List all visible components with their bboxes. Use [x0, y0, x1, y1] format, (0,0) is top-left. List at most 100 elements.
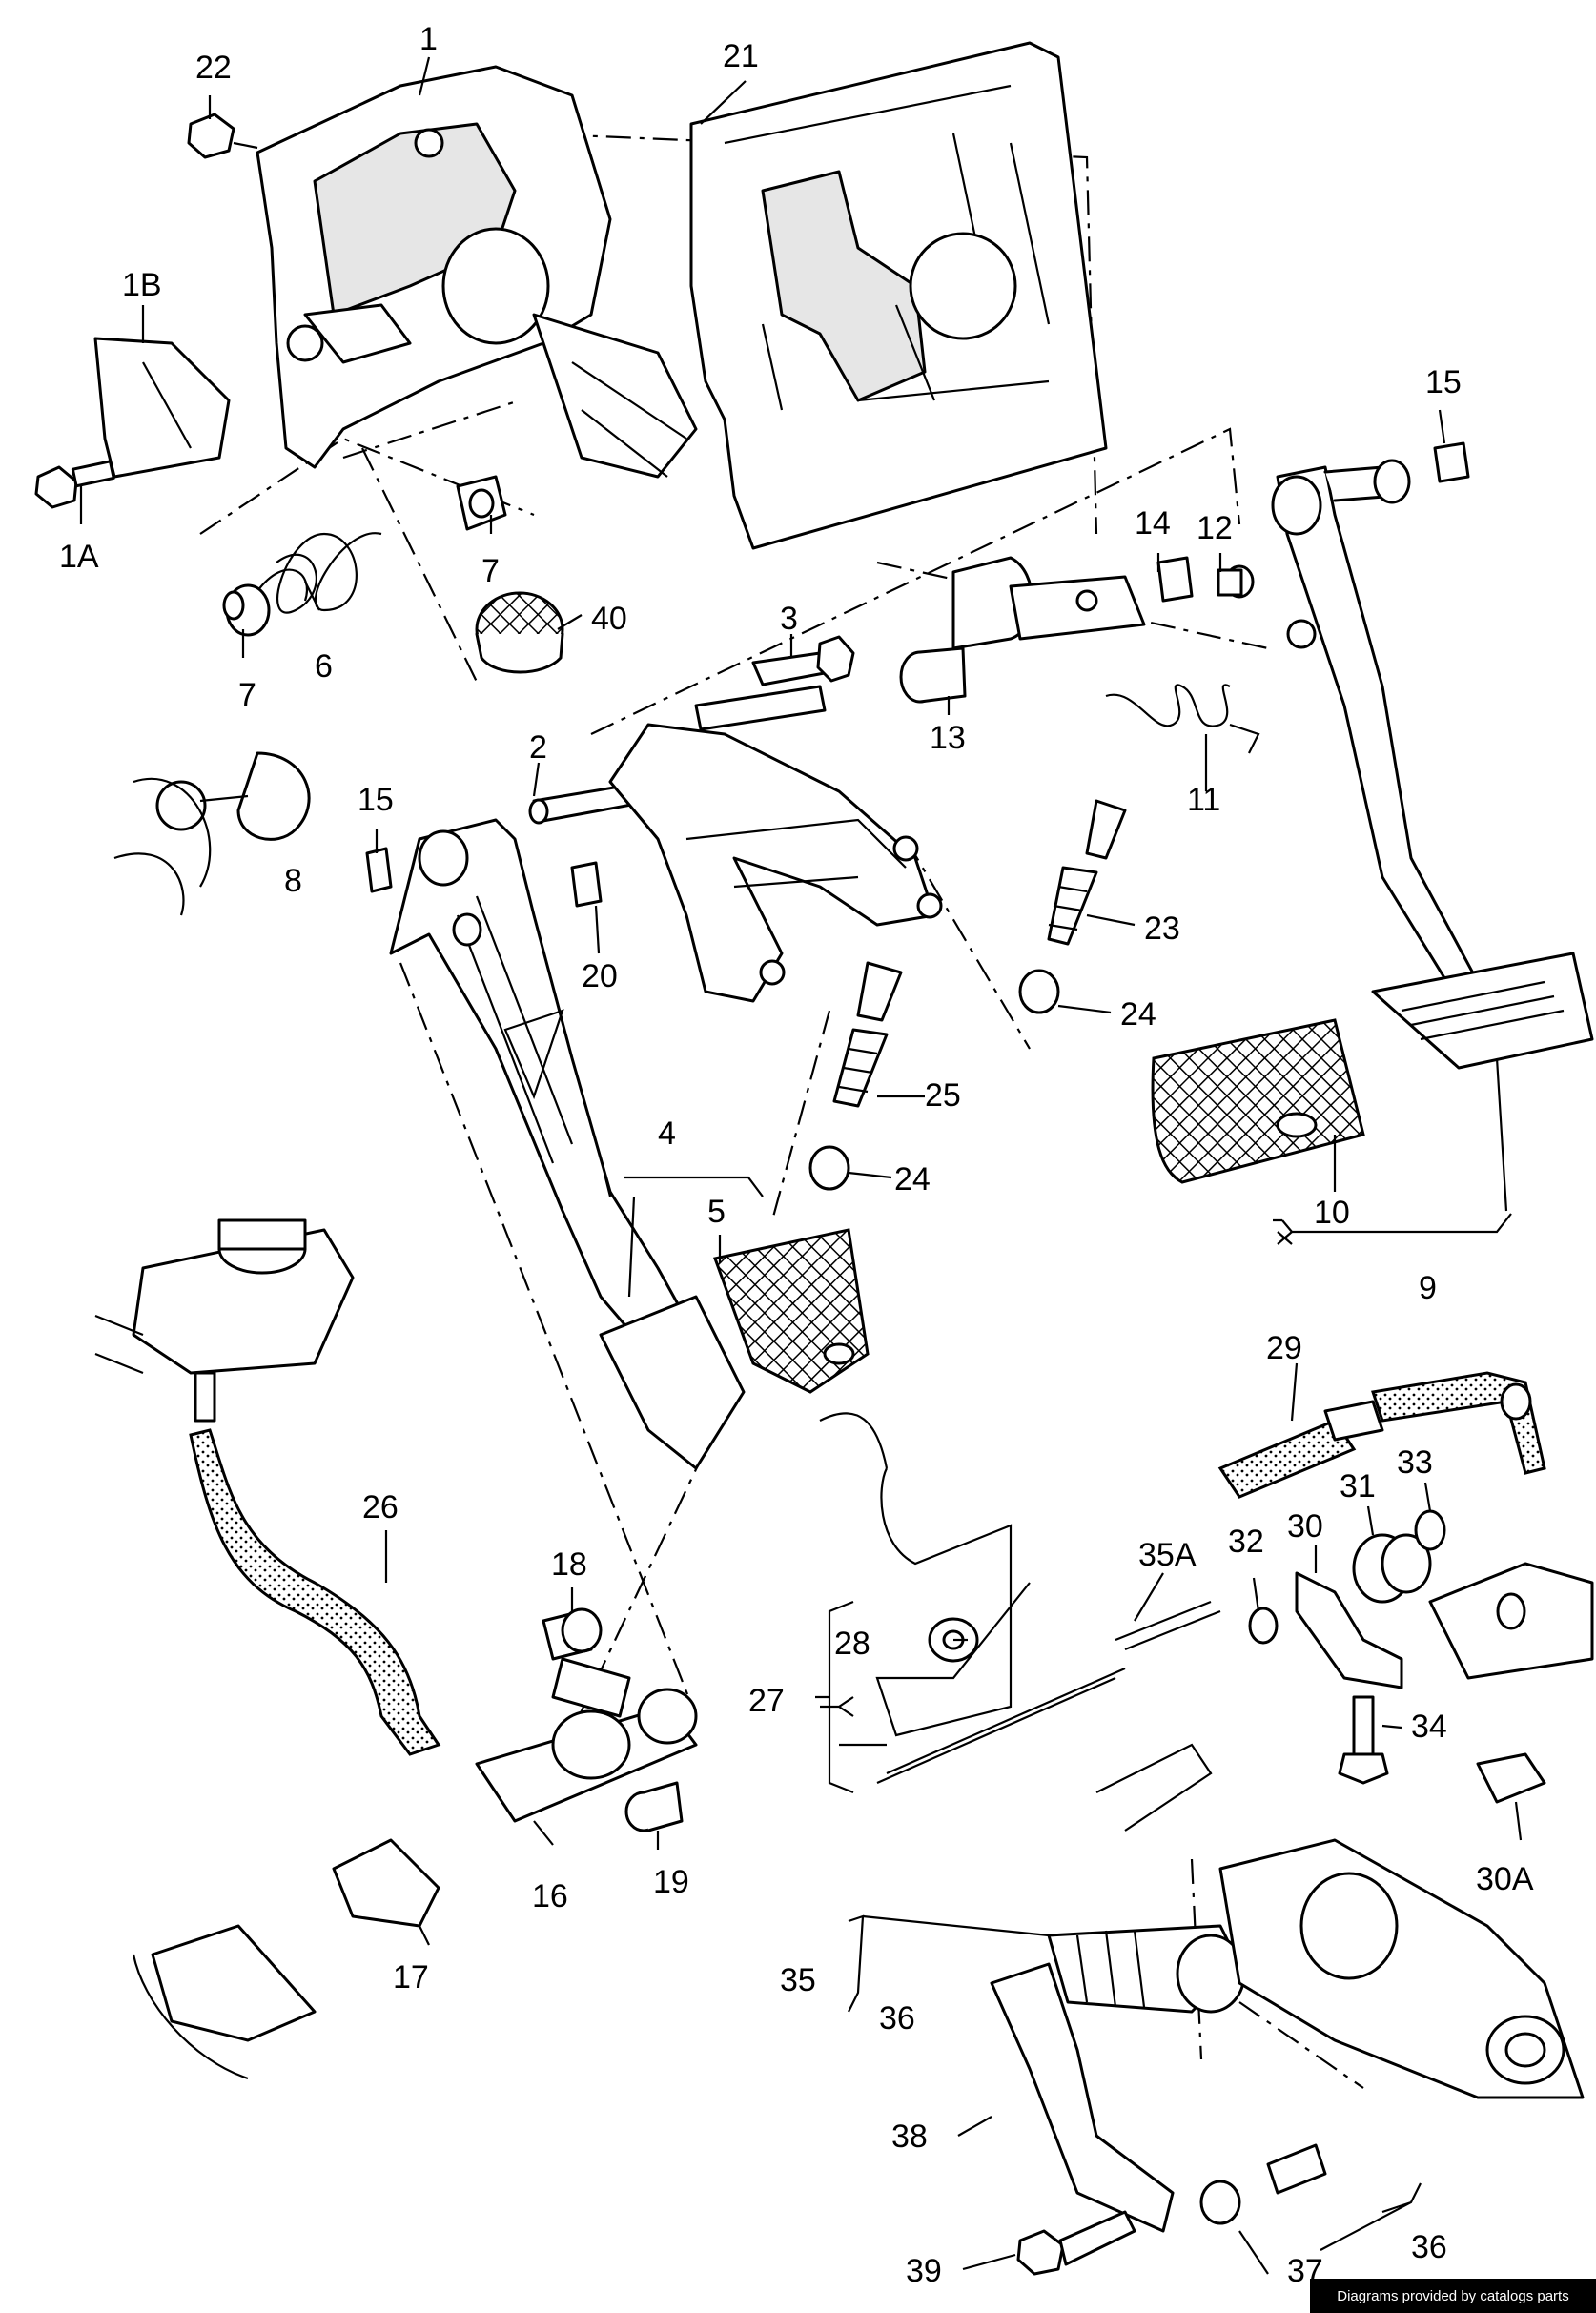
part-38-bracket — [990, 1962, 1175, 2233]
label-12: 12 — [1197, 510, 1233, 546]
part-40-plug — [475, 591, 564, 674]
part-20-clip — [570, 861, 603, 908]
label-16: 16 — [532, 1878, 568, 1914]
label-8: 8 — [284, 863, 302, 899]
part-34-bolt — [1338, 1695, 1389, 1785]
footer-credit: Diagrams provided by catalogs parts — [1310, 2279, 1596, 2313]
part-15-clip-right — [1433, 441, 1470, 483]
part-33-washer — [1414, 1509, 1446, 1551]
part-12-bush — [1217, 564, 1255, 599]
label-30A: 30A — [1476, 1861, 1534, 1897]
part-30A-clip — [1476, 1752, 1546, 1804]
label-10: 10 — [1314, 1195, 1350, 1231]
label-3: 3 — [780, 601, 798, 637]
lower-bracket-left — [132, 1924, 317, 2080]
part-32-washer — [1248, 1607, 1279, 1645]
label-13: 13 — [930, 720, 966, 756]
label-20: 20 — [582, 958, 618, 994]
label-24-upper: 24 — [1120, 996, 1156, 1033]
label-15-right: 15 — [1425, 364, 1462, 400]
pivot-bracket — [608, 685, 943, 1003]
part-1B-shield — [93, 337, 231, 479]
transmission-housing — [1218, 1838, 1585, 2099]
label-2: 2 — [529, 729, 547, 766]
label-19: 19 — [653, 1864, 689, 1900]
label-6: 6 — [315, 648, 333, 685]
label-29: 29 — [1266, 1330, 1302, 1366]
part-18-bolt — [542, 1607, 603, 1661]
label-1A: 1A — [59, 539, 99, 575]
part-17-plate — [332, 1838, 440, 1928]
label-18: 18 — [551, 1546, 587, 1583]
part-5-clutch-pad — [713, 1228, 870, 1394]
part-7-bush-lower — [222, 583, 271, 637]
label-26: 26 — [362, 1489, 399, 1525]
part-7-bush-upper — [456, 475, 507, 531]
leader-lines — [79, 56, 1523, 2275]
label-31: 31 — [1340, 1468, 1376, 1504]
part-23-switch — [1047, 799, 1127, 946]
clutch-pedal-lever — [389, 818, 746, 1470]
label-32: 32 — [1228, 1524, 1264, 1560]
brake-fluid-reservoir — [94, 1218, 355, 1423]
part-1A-bolt — [34, 460, 115, 509]
part-16-master-cylinder — [475, 1657, 698, 1823]
part-37-bleed-screw — [1199, 2143, 1327, 2225]
label-21: 21 — [723, 38, 759, 74]
part-25-switch — [832, 961, 903, 1108]
label-1B: 1B — [122, 267, 162, 303]
label-15-left: 15 — [358, 782, 394, 818]
label-7-upper: 7 — [481, 553, 500, 589]
part-21-insulation-panel — [689, 41, 1108, 550]
part-15-clip-left — [365, 847, 393, 893]
part-13-pin — [899, 646, 967, 704]
label-35: 35 — [780, 1962, 816, 1998]
assembly-lines — [199, 127, 1364, 2089]
label-5: 5 — [707, 1194, 726, 1230]
part-22-nut — [187, 113, 258, 159]
part-39-bolt — [1016, 2210, 1136, 2276]
label-40: 40 — [591, 601, 627, 637]
part-8-buffer — [113, 751, 311, 916]
part-29-hose — [1217, 1371, 1546, 1499]
label-38: 38 — [891, 2119, 928, 2155]
part-27-pipe — [819, 1412, 1126, 1785]
label-14: 14 — [1135, 505, 1171, 542]
label-11: 11 — [1187, 782, 1220, 818]
label-1: 1 — [419, 21, 438, 57]
part-10-brake-pad — [1151, 1018, 1365, 1184]
part-30-bracket — [1295, 1571, 1403, 1689]
label-30: 30 — [1287, 1508, 1323, 1545]
label-7-lower: 7 — [238, 677, 256, 713]
label-28: 28 — [834, 1626, 870, 1662]
label-35A: 35A — [1138, 1537, 1197, 1573]
label-27: 27 — [748, 1683, 785, 1719]
part-1-pedal-bracket — [256, 65, 698, 479]
part-36-slave-cylinder — [1047, 1924, 1246, 2014]
part-19-pin — [624, 1781, 684, 1832]
label-24-lower: 24 — [894, 1161, 931, 1197]
label-33: 33 — [1397, 1444, 1433, 1481]
label-25: 25 — [925, 1077, 961, 1114]
part-9-pedal-lever — [1271, 459, 1480, 1003]
label-9: 9 — [1419, 1270, 1437, 1306]
part-31-grommet — [1352, 1533, 1432, 1604]
part-3-bolt — [751, 635, 855, 686]
callout-labels: 1 22 21 1B 1A 7 40 6 7 3 14 12 15 13 2 1… — [59, 21, 1534, 2289]
label-22: 22 — [195, 50, 232, 86]
label-23: 23 — [1144, 911, 1180, 947]
right-body-bracket — [1428, 1562, 1594, 1680]
pushrod-clevis — [951, 556, 1146, 650]
label-36-lower: 36 — [1411, 2229, 1447, 2265]
part-35A-pipe — [1095, 1600, 1221, 1832]
part-26-hose — [189, 1428, 441, 1756]
part-24-clip-upper — [1018, 969, 1060, 1014]
part-11-spring — [1105, 684, 1260, 754]
part-24-clip-lower — [808, 1145, 850, 1191]
label-34: 34 — [1411, 1709, 1447, 1745]
label-17: 17 — [393, 1959, 429, 1996]
part-14-clip — [1156, 556, 1194, 603]
label-36-upper: 36 — [879, 2000, 915, 2037]
label-39: 39 — [906, 2253, 942, 2289]
